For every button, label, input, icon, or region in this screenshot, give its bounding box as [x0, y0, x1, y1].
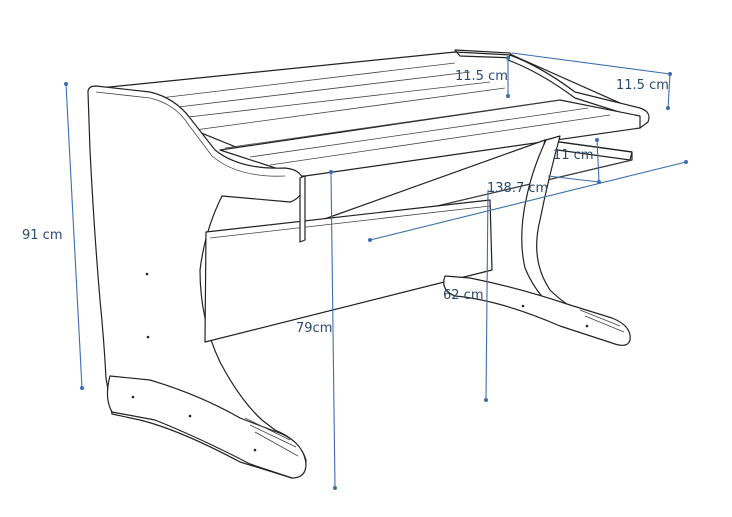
crossbar-upper-edge	[209, 205, 491, 239]
shelf-right-support	[507, 54, 650, 129]
back-right-foot	[443, 275, 631, 346]
desk-outline	[87, 49, 650, 479]
dimension-tick	[666, 106, 670, 110]
side-panel-inner-edge	[95, 91, 286, 177]
back-crossbar	[204, 199, 493, 343]
tray-extension-line	[547, 175, 600, 183]
side-shelf-height-line	[667, 73, 671, 109]
front-left-foot	[106, 375, 307, 479]
dimension-tick	[506, 94, 510, 98]
right-foot-layers	[579, 309, 625, 333]
dimension-tick	[80, 386, 84, 390]
overall-height-line	[65, 83, 83, 389]
depth-line	[485, 189, 489, 401]
dimension-tick	[484, 398, 488, 402]
overall-height-label: 91 cm	[22, 228, 63, 243]
depth-label: 62 cm	[443, 288, 484, 303]
width-line	[369, 161, 687, 241]
dimension-tick	[595, 138, 599, 142]
tray-height-label: 11 cm	[553, 148, 594, 163]
bolt-holes	[131, 272, 589, 452]
dimension-tick	[333, 486, 337, 490]
side-shelf-height-label: 11.5 cm	[616, 78, 669, 93]
desk-height-label: 79cm	[296, 321, 332, 336]
dimension-tick	[64, 82, 68, 86]
front-modesty-panel	[299, 175, 306, 243]
dimension-lines	[64, 52, 688, 490]
worktop-back-edge	[224, 99, 561, 149]
dimension-tick	[506, 56, 510, 60]
dimension-tick	[684, 160, 688, 164]
width-label: 138.7 cm	[487, 181, 548, 196]
rear-shelf-height-label: 11.5 cm	[455, 69, 508, 84]
dimension-tick	[329, 170, 333, 174]
tray-height-line	[596, 139, 600, 183]
dimension-labels: 91 cm 79cm 11.5 cm 11.5 cm 11 cm 138.7 c…	[22, 69, 669, 336]
desk-height-line	[330, 171, 336, 489]
worktop-grain	[249, 107, 611, 166]
shelf-depth-line	[511, 52, 671, 75]
dimension-tick	[368, 238, 372, 242]
foot-layers	[244, 417, 299, 457]
shelf-slats	[159, 62, 506, 131]
dimension-tick	[668, 72, 672, 76]
